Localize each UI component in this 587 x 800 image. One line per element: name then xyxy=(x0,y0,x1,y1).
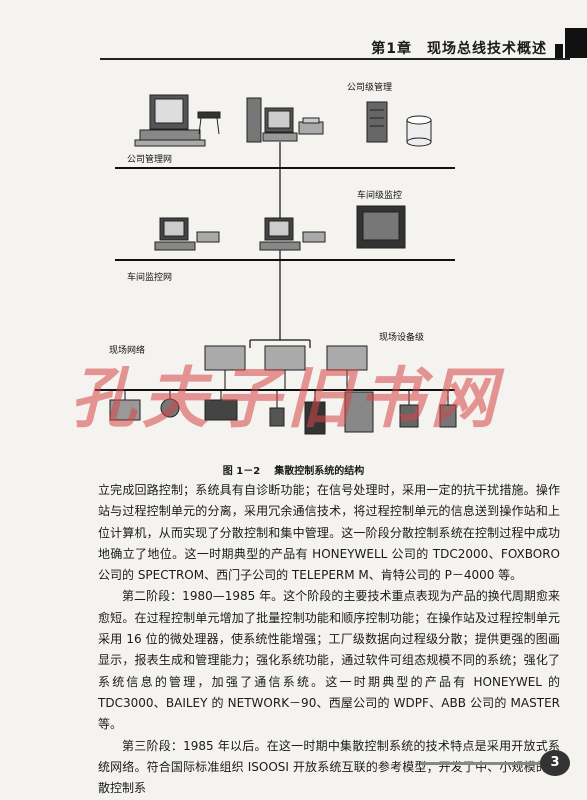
valve-icon xyxy=(109,399,141,421)
paragraph: 第二阶段：1980—1985 年。这个阶段的主要技术重点表现为产品的换代周期愈来… xyxy=(98,589,560,732)
field-controllers xyxy=(204,345,368,371)
io-module-icon xyxy=(344,391,374,433)
dcs-diagram: 公司级管理 公司管理网 车间级监控 xyxy=(95,81,457,435)
pump-icon xyxy=(204,399,238,421)
header-corner-mark-small xyxy=(555,44,563,58)
label-field-network: 现场网络 xyxy=(109,344,145,356)
header-corner-mark xyxy=(565,28,587,58)
flowmeter-icon xyxy=(399,404,419,428)
workstation-icon xyxy=(134,94,206,147)
transmitter-icon xyxy=(439,404,457,428)
printer-stand-icon xyxy=(197,111,221,135)
label-workshop-network: 车间监控网 xyxy=(127,271,172,283)
server-rack-icon xyxy=(366,101,388,143)
footer-rule xyxy=(420,762,540,765)
caption-number: 图 1－2 xyxy=(222,466,261,477)
caption-text: 集散控制系统的结构 xyxy=(274,466,365,477)
database-icon xyxy=(406,115,432,147)
printer-icon xyxy=(298,117,324,135)
field-device-row xyxy=(109,391,457,435)
actuator-icon xyxy=(160,398,180,418)
label-company-mgmt: 公司级管理 xyxy=(347,81,392,93)
chapter-title: 第1章 现场总线技术概述 xyxy=(371,41,547,57)
company-level-devices xyxy=(134,94,432,147)
body-text: 立完成回路控制；系统具有自诊断功能；在信号处理时，采用一定的抗干扰措施。操作站与… xyxy=(98,480,560,799)
page-header: 第1章 现场总线技术概述 xyxy=(0,0,587,60)
operator-station-icon xyxy=(259,217,301,251)
operator-station-icon xyxy=(154,217,196,251)
workshop-level-devices xyxy=(154,205,406,251)
printer-icon xyxy=(196,231,220,243)
sensor-icon xyxy=(269,407,285,427)
page-footer: 3 xyxy=(0,750,587,800)
controller-rack-icon xyxy=(326,345,368,371)
server-tower-icon xyxy=(246,97,298,143)
figure-caption: 图 1－2 集散控制系统的结构 xyxy=(0,462,587,477)
label-workshop-monitor: 车间级监控 xyxy=(357,189,402,201)
controller-rack-icon xyxy=(204,345,246,371)
printer-icon xyxy=(302,231,326,243)
paragraph: 立完成回路控制；系统具有自诊断功能；在信号处理时，采用一定的抗干扰措施。操作站与… xyxy=(98,483,560,583)
header-rule xyxy=(100,58,570,60)
dcs-structure-figure: 公司级管理 公司管理网 车间级监控 xyxy=(95,70,565,460)
label-field-devices: 现场设备级 xyxy=(379,331,424,343)
label-company-network: 公司管理网 xyxy=(127,153,172,165)
control-panel-icon xyxy=(356,205,406,249)
drive-cabinet-icon xyxy=(304,401,326,435)
controller-rack-icon xyxy=(264,345,306,371)
page-number: 3 xyxy=(540,750,570,776)
